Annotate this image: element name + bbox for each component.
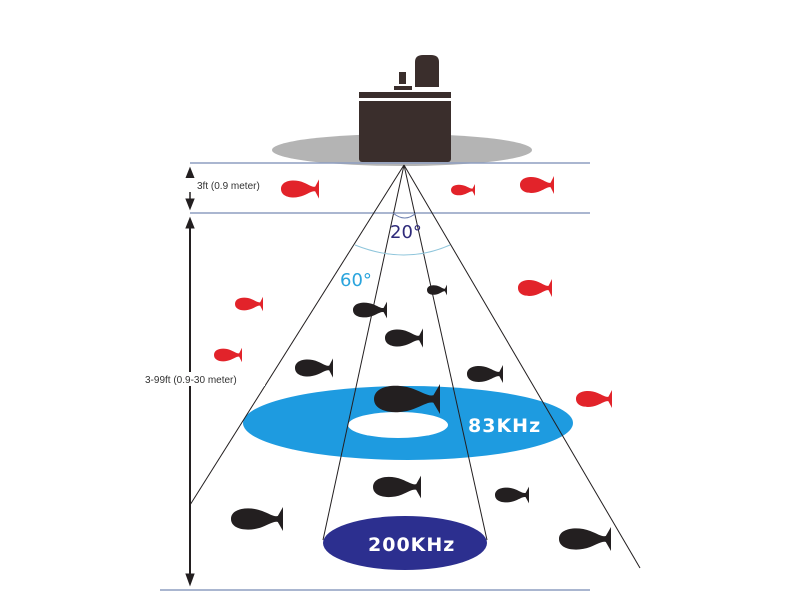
narrow-angle-arc [392,212,417,219]
wide-beam-hole [348,412,448,438]
fish-red-icon [520,176,554,194]
beam-lines [189,164,641,569]
depth-min-label: 3ft (0.9 meter) [197,181,260,192]
fish-red-icon [518,279,552,297]
wide-angle-label: 60° [340,270,372,291]
depth-range-label: 3-99ft (0.9-30 meter) [145,375,237,386]
narrow-beam-200khz [323,516,487,570]
fish-dark-icon [559,527,611,551]
fish-dark-icon [385,328,423,348]
fish-dark-icon [427,284,447,296]
fish-dark-icon [295,358,333,378]
fish-dark-icon [467,365,503,383]
fish-red-icon [451,184,475,196]
fish-red-icon [576,390,612,408]
depth-arrow-range [185,216,195,587]
fish-dark-icon [373,475,421,499]
transducer-icon [359,55,451,162]
fish-dark-icon [231,507,283,531]
fish-red-icon [214,347,242,363]
wide-freq-label: 83KHz [468,415,541,437]
fish-red-icon [281,179,319,199]
fish-red-icon [235,296,263,312]
narrow-angle-label: 20° [390,222,422,243]
narrow-freq-label: 200KHz [368,534,455,556]
wide-angle-arc [354,244,451,256]
fish-dark-icon [495,486,529,504]
fish-dark-icon [353,301,387,319]
